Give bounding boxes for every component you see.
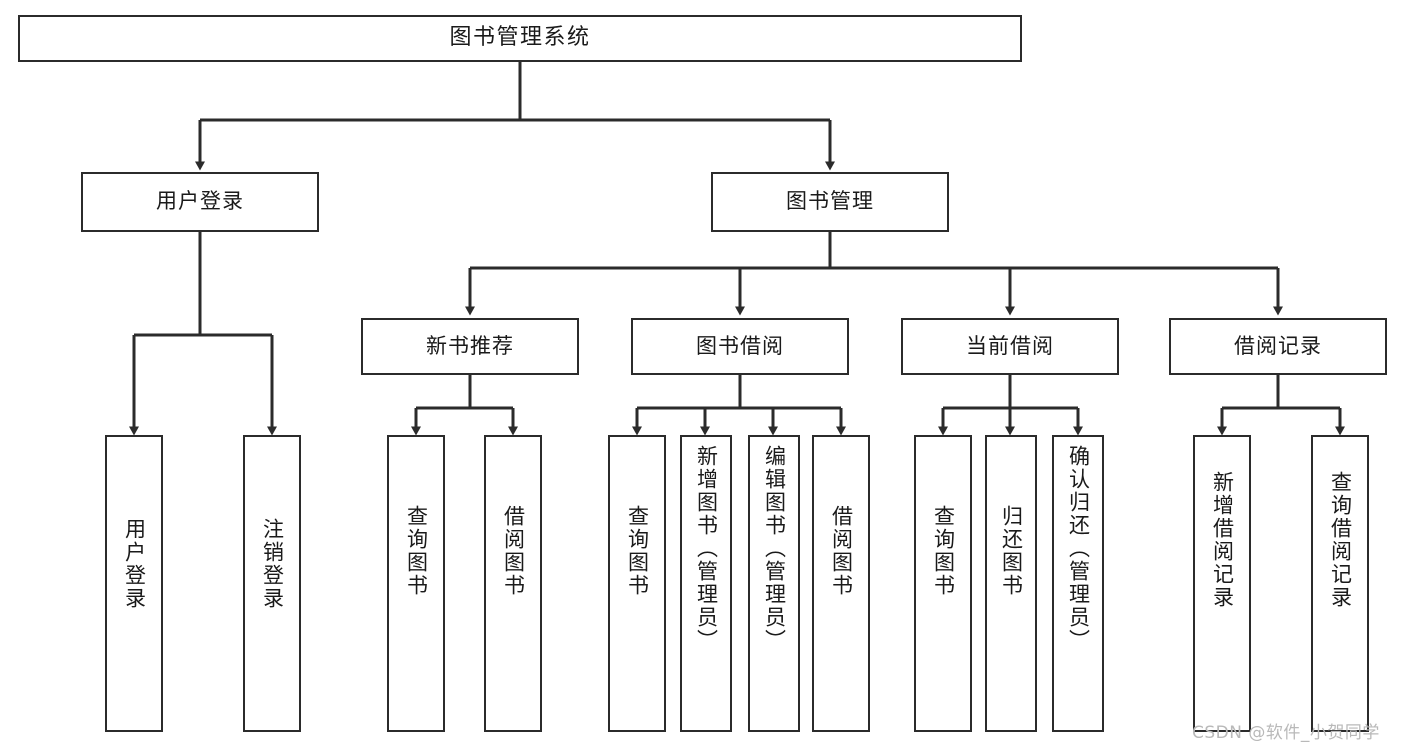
node-leaf-return-book[interactable]: 归还图书 <box>985 435 1037 732</box>
node-leaf-add-book-label: 新增图书（管理员） <box>694 445 719 652</box>
node-book-manage-label: 图书管理 <box>786 189 874 214</box>
node-current-borrow-label: 当前借阅 <box>966 333 1054 358</box>
node-leaf-borrow-book-borrow[interactable]: 借阅图书 <box>812 435 870 732</box>
node-leaf-user-logout[interactable]: 注销登录 <box>243 435 301 732</box>
node-leaf-user-login-label: 用户登录 <box>122 518 147 610</box>
node-book-manage[interactable]: 图书管理 <box>711 172 949 232</box>
node-leaf-query-borrow-record[interactable]: 查询借阅记录 <box>1311 435 1369 732</box>
node-leaf-confirm-return[interactable]: 确认归还（管理员） <box>1052 435 1104 732</box>
node-leaf-return-book-label: 归还图书 <box>999 505 1024 597</box>
node-leaf-borrow-book-borrow-label: 借阅图书 <box>829 505 854 597</box>
node-user-login[interactable]: 用户登录 <box>81 172 319 232</box>
node-leaf-borrow-book-rec[interactable]: 借阅图书 <box>484 435 542 732</box>
node-current-borrow[interactable]: 当前借阅 <box>901 318 1119 375</box>
node-leaf-add-borrow-record-label: 新增借阅记录 <box>1210 471 1235 609</box>
node-new-book-recommend[interactable]: 新书推荐 <box>361 318 579 375</box>
node-user-login-label: 用户登录 <box>156 189 244 214</box>
node-root-label: 图书管理系统 <box>449 25 591 51</box>
node-leaf-edit-book[interactable]: 编辑图书（管理员） <box>748 435 800 732</box>
node-leaf-query-book-current-label: 查询图书 <box>931 505 956 597</box>
node-leaf-borrow-book-rec-label: 借阅图书 <box>501 505 526 597</box>
node-leaf-user-logout-label: 注销登录 <box>260 518 285 610</box>
node-leaf-query-book-rec-label: 查询图书 <box>404 505 429 597</box>
node-leaf-add-book[interactable]: 新增图书（管理员） <box>680 435 732 732</box>
node-root-book-management-system[interactable]: 图书管理系统 <box>18 15 1022 62</box>
node-borrow-record[interactable]: 借阅记录 <box>1169 318 1387 375</box>
node-new-book-recommend-label: 新书推荐 <box>426 333 514 358</box>
node-book-borrow-label: 图书借阅 <box>696 333 784 358</box>
node-leaf-query-book-current[interactable]: 查询图书 <box>914 435 972 732</box>
node-leaf-query-book-rec[interactable]: 查询图书 <box>387 435 445 732</box>
node-leaf-user-login[interactable]: 用户登录 <box>105 435 163 732</box>
node-leaf-query-borrow-record-label: 查询借阅记录 <box>1328 471 1353 609</box>
node-leaf-edit-book-label: 编辑图书（管理员） <box>762 445 787 652</box>
node-book-borrow[interactable]: 图书借阅 <box>631 318 849 375</box>
node-borrow-record-label: 借阅记录 <box>1234 333 1322 358</box>
node-leaf-query-book-borrow-label: 查询图书 <box>625 505 650 597</box>
node-leaf-query-book-borrow[interactable]: 查询图书 <box>608 435 666 732</box>
node-leaf-add-borrow-record[interactable]: 新增借阅记录 <box>1193 435 1251 732</box>
node-leaf-confirm-return-label: 确认归还（管理员） <box>1066 445 1091 652</box>
watermark-text: CSDN @软件_小贺同学 <box>1192 723 1380 743</box>
